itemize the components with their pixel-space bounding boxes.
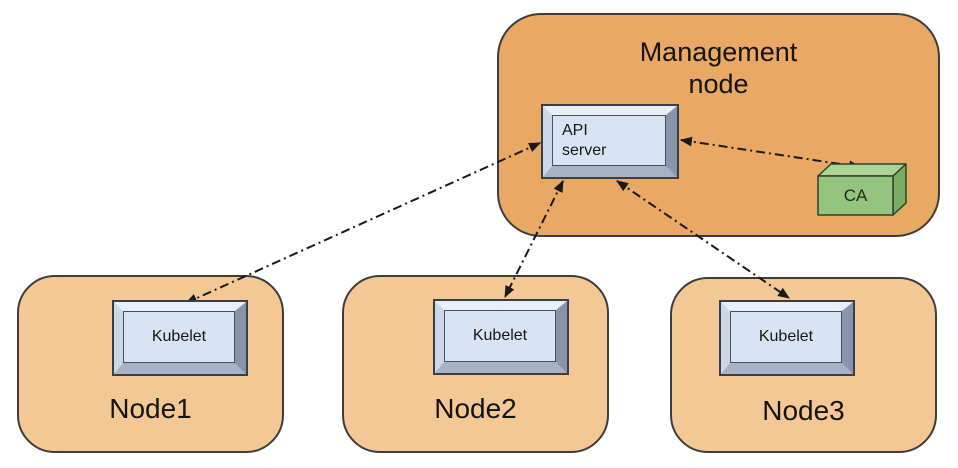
node2-label: Node2	[434, 393, 517, 424]
kubelet3-label: Kubelet	[730, 311, 842, 363]
node1-label: Node1	[109, 393, 192, 424]
ca-label: CA	[843, 185, 868, 205]
kubelet-box-node3: Kubelet	[719, 300, 855, 376]
kubelet1-bevel: Kubelet	[114, 302, 246, 374]
api-server-bevel: API server	[543, 106, 677, 177]
kubelet3-bevel: Kubelet	[721, 302, 853, 374]
node3-label: Node3	[762, 395, 845, 426]
kubelet1-label: Kubelet	[123, 311, 235, 363]
kubelet2-bevel: Kubelet	[435, 301, 567, 373]
kubelet-box-node2: Kubelet	[433, 299, 569, 375]
kubelet2-label: Kubelet	[444, 310, 556, 362]
api-server-box: API server	[541, 104, 679, 179]
kubelet-box-node1: Kubelet	[112, 300, 248, 376]
management-node-label: Management node	[639, 37, 798, 99]
api-server-label: API server	[552, 115, 666, 166]
